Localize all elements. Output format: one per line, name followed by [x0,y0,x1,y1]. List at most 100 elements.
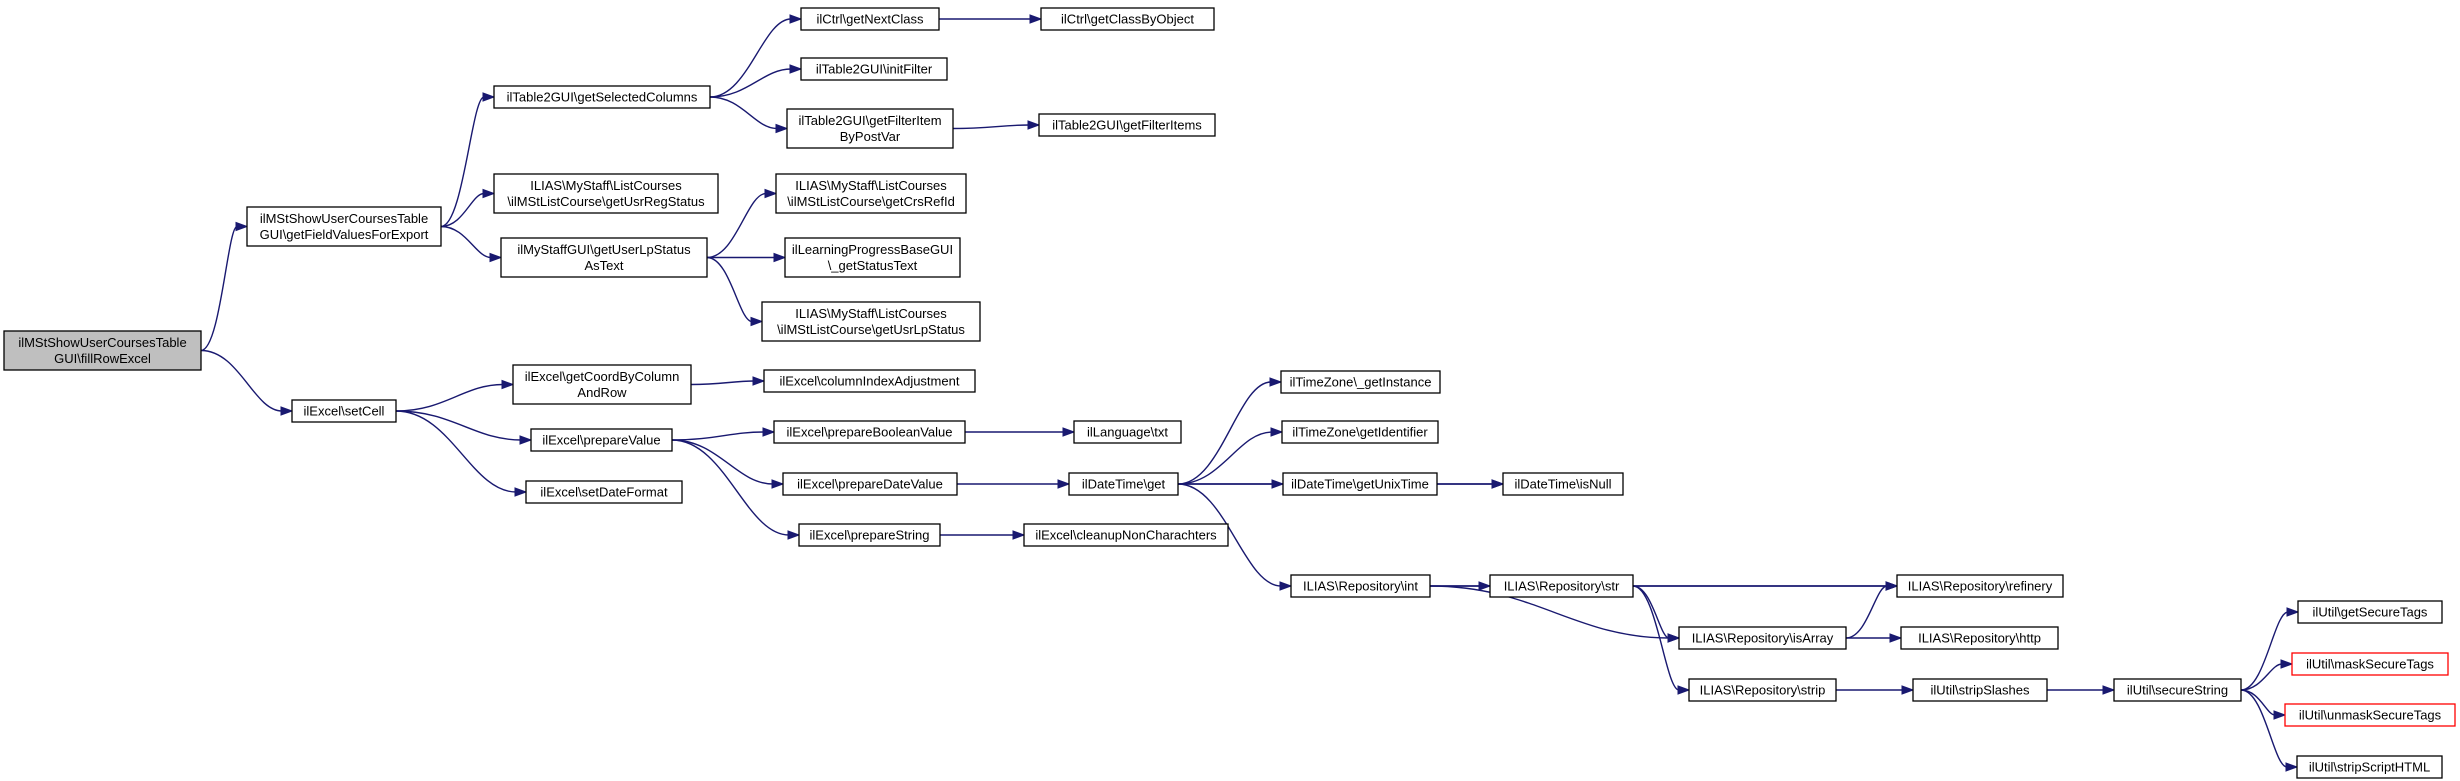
edge-arrowhead [787,530,801,540]
node-dateTimeGet[interactable]: ilDateTime\get [1068,472,1179,496]
edge-arrowhead [750,316,764,327]
node-languageTxt[interactable]: ilLanguage\txt [1073,420,1182,444]
node-getCrsRefId[interactable]: ILIAS\MyStaff\ListCourses\ilMStListCours… [775,173,967,214]
node-box [1489,574,1634,598]
node-box [500,237,708,278]
node-secureString[interactable]: ilUtil\secureString [2113,678,2242,702]
node-timeZoneGetIdentifier[interactable]: ilTimeZone\getIdentifier [1281,420,1439,444]
node-getUsrRegStatus[interactable]: ILIAS\MyStaff\ListCourses\ilMStListCours… [493,173,719,214]
node-label-line: \ilMStListCourse\getUsrLpStatus [777,322,965,337]
node-getUnixTime[interactable]: ilDateTime\getUnixTime [1282,472,1438,496]
node-box [1280,370,1441,394]
edges-layer [200,14,2300,772]
edge-repoStr-to-repoStrip [1632,585,1680,691]
node-getSelectedColumns[interactable]: ilTable2GUI\getSelectedColumns [493,85,711,109]
node-label-line: ILIAS\Repository\int [1303,579,1418,594]
node-repoIsArray[interactable]: ILIAS\Repository\isArray [1678,626,1847,650]
node-box [512,364,692,405]
node-repoRefinery[interactable]: ILIAS\Repository\refinery [1896,574,2064,598]
node-box [1282,472,1438,496]
node-prepareValue[interactable]: ilExcel\prepareValue [530,428,673,452]
edge-arrowhead [519,435,533,445]
node-repoInt[interactable]: ILIAS\Repository\int [1290,574,1431,598]
node-label-line: ilUtil\unmaskSecureTags [2299,708,2442,723]
node-box [798,523,941,547]
node-repoHttp[interactable]: ILIAS\Repository\http [1900,626,2059,650]
node-label-line: ilLanguage\txt [1087,425,1168,440]
node-label-line: ilTable2GUI\getFilterItem [798,113,941,128]
edge-getSelectedColumns-to-initFilter [709,68,792,98]
node-box [775,173,967,214]
node-label-line: ilDateTime\isNull [1514,477,1611,492]
node-root[interactable]: ilMStShowUserCoursesTableGUI\fillRowExce… [3,330,202,371]
edge-getSelectedColumns-to-getNextClass [709,18,792,98]
edge-arrowhead [762,427,776,437]
node-unmaskSecureTags[interactable]: ilUtil\unmaskSecureTags [2284,703,2456,727]
node-box [1502,472,1624,496]
node-getStatusText[interactable]: ilLearningProgressBaseGUI\_getStatusText [784,237,961,278]
node-box [1900,626,2059,650]
node-label-line: ilExcel\prepareValue [542,433,660,448]
node-prepareString[interactable]: ilExcel\prepareString [798,523,941,547]
node-label-line: ilTimeZone\_getInstance [1290,375,1432,390]
node-label-line: ILIAS\Repository\http [1918,631,2041,646]
node-label-line: ilUtil\maskSecureTags [2306,657,2434,672]
edge-secureString-to-maskSecureTags [2240,663,2283,691]
node-repoStrip[interactable]: ILIAS\Repository\strip [1688,678,1837,702]
edge-arrowhead [2102,685,2116,695]
node-prepareDateValue[interactable]: ilExcel\prepareDateValue [782,472,958,496]
node-box [763,369,976,393]
node-cleanupNonCharachters[interactable]: ilExcel\cleanupNonCharachters [1023,523,1229,547]
node-label-line: ilDateTime\getUnixTime [1291,477,1429,492]
node-isNull[interactable]: ilDateTime\isNull [1502,472,1624,496]
node-box [1896,574,2064,598]
node-getFilterItems[interactable]: ilTable2GUI\getFilterItems [1038,113,1216,137]
node-stripSlashes[interactable]: ilUtil\stripSlashes [1912,678,2048,702]
edge-secureString-to-stripScriptHTML [2240,689,2288,768]
node-label-line: ILIAS\Repository\strip [1700,683,1826,698]
node-label-line: ilTable2GUI\getSelectedColumns [507,90,698,105]
node-box [2297,600,2443,624]
node-box [2291,652,2449,676]
node-label-line: ByPostVar [840,129,901,144]
node-getFieldValuesForExport[interactable]: ilMStShowUserCoursesTableGUI\getFieldVal… [246,206,442,247]
node-getSecureTags[interactable]: ilUtil\getSecureTags [2297,600,2443,624]
node-timeZoneGetInstance[interactable]: ilTimeZone\_getInstance [1280,370,1441,394]
node-setCell[interactable]: ilExcel\setCell [291,399,397,423]
node-prepareBooleanValue[interactable]: ilExcel\prepareBooleanValue [773,420,966,444]
node-setDateFormat[interactable]: ilExcel\setDateFormat [525,480,683,504]
edge-arrowhead [482,92,496,102]
edge-getUserLpStatusAsText-to-getCrsRefId [706,192,767,259]
edge-setCell-to-setDateFormat [395,410,517,493]
node-repoStr[interactable]: ILIAS\Repository\str [1489,574,1634,598]
edge-arrowhead [1012,530,1026,540]
node-initFilter[interactable]: ilTable2GUI\initFilter [800,57,948,81]
edge-arrowhead [775,123,789,134]
node-box [2284,703,2456,727]
node-box [1912,678,2048,702]
node-box [773,420,966,444]
edge-getCoordByColumnAndRow-to-columnIndexAdjustment [690,380,755,386]
node-label-line: \ilMStListCourse\getCrsRefId [787,194,955,209]
node-box [1068,472,1179,496]
node-stripScriptHTML[interactable]: ilUtil\stripScriptHTML [2296,755,2443,779]
node-label-line: ilUtil\getSecureTags [2313,605,2428,620]
edge-arrowhead [280,406,294,416]
node-label-line: ILIAS\MyStaff\ListCourses [795,178,947,193]
node-getUsrLpStatus[interactable]: ILIAS\MyStaff\ListCourses\ilMStListCours… [761,301,981,342]
edge-getFieldValuesForExport-to-getUsrRegStatus [440,192,485,228]
edge-dateTimeGet-to-timeZoneGetIdentifier [1177,431,1273,485]
node-getNextClass[interactable]: ilCtrl\getNextClass [800,7,940,31]
node-box [761,301,981,342]
node-columnIndexAdjustment[interactable]: ilExcel\columnIndexAdjustment [763,369,976,393]
edge-arrowhead [235,221,249,232]
node-getClassByObject[interactable]: ilCtrl\getClassByObject [1040,7,1215,31]
edge-arrowhead [501,379,515,390]
edge-prepareValue-to-prepareBooleanValue [671,431,765,441]
node-maskSecureTags[interactable]: ilUtil\maskSecureTags [2291,652,2449,676]
edge-arrowhead [789,14,803,24]
node-box [493,173,719,214]
